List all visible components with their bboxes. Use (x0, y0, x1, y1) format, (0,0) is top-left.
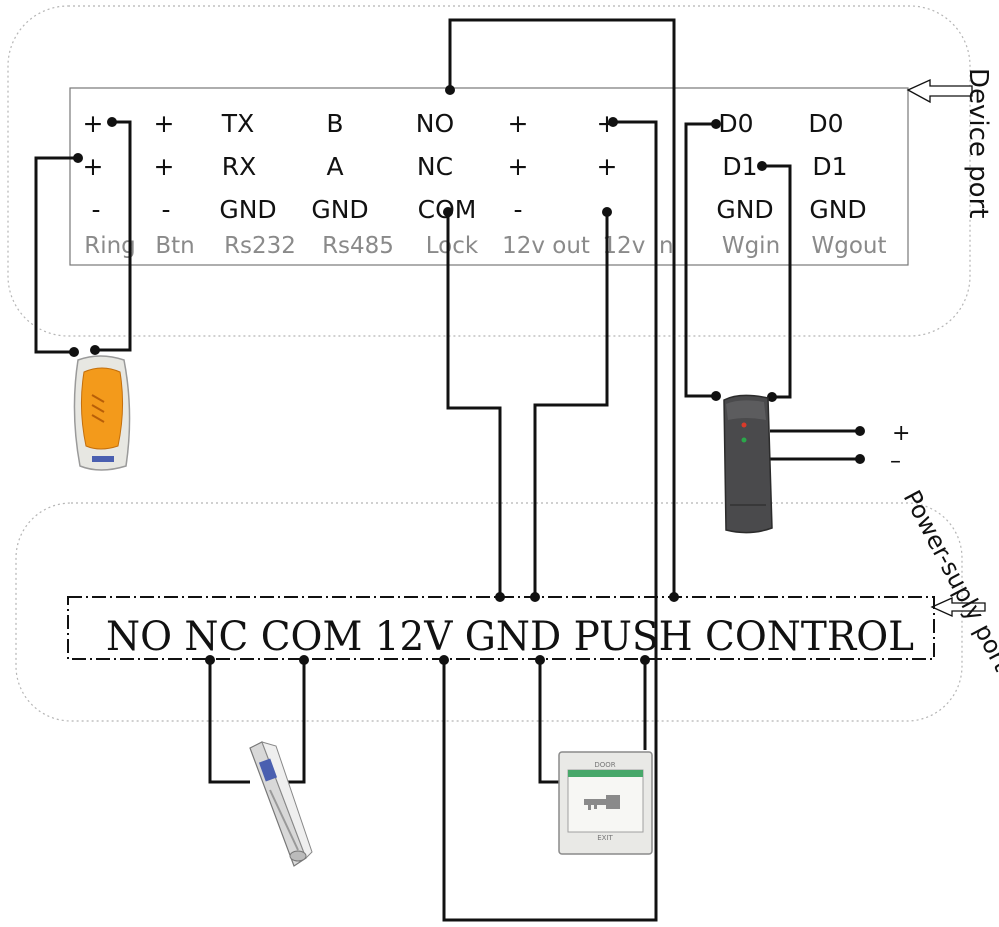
dot-ring-plus-a (107, 117, 117, 127)
wire-supply-nc-to-lock (208, 660, 250, 784)
wire-ring-plus-b (34, 156, 78, 354)
dot-supply-gnd-b (530, 592, 540, 602)
device-zone-outline (7, 5, 971, 337)
dot-reader-power-minus (855, 454, 865, 464)
exit-button-door-text: DOOR (594, 761, 615, 769)
wire-lock-no-to-control (448, 18, 676, 597)
key-icon (584, 795, 620, 810)
terminal-wgout-gnd: GND (809, 195, 866, 224)
dot-lock-com (443, 207, 453, 217)
terminal-rs232-gnd: GND (219, 195, 276, 224)
terminal-wgin-d0: D0 (718, 109, 753, 138)
dot-doorbell-b (90, 345, 100, 355)
wire-lock-com-to-gnd (446, 212, 502, 597)
terminal-wgin-gnd: GND (716, 195, 773, 224)
wire-12vin-minus-to-gnd (533, 212, 609, 597)
exit-button-exit-text: EXIT (597, 834, 613, 842)
dot-supply-12v (439, 655, 449, 665)
power-zone-outline (15, 502, 963, 722)
terminal-b: B (326, 109, 343, 138)
dot-supply-gnd-exit (535, 655, 545, 665)
dot-supply-com (299, 655, 309, 665)
terminal-wgin-d1: D1 (722, 152, 757, 181)
device-port-arrow-icon (906, 78, 973, 104)
caption-rs485: Rs485 (322, 233, 394, 259)
exit-button-device-icon: DOOR EXIT (558, 751, 653, 855)
connection-dots (69, 85, 865, 665)
dot-reader-b (767, 392, 777, 402)
terminal-wgout-d0: D0 (808, 109, 843, 138)
caption-rs232: Rs232 (224, 233, 296, 259)
terminal-12vout-minus: - (513, 195, 522, 224)
terminal-12vout-plus-2: + (508, 152, 529, 181)
caption-ring: Ring (84, 233, 136, 259)
dot-ring-plus-b (73, 153, 83, 163)
terminal-12vout-plus-1: + (508, 109, 529, 138)
terminal-12vin-plus-1: + (597, 109, 618, 138)
dot-wgin-d1 (757, 161, 767, 171)
device-terminal-labels: + + - Ring + + - Btn TX RX GND Rs232 B A… (83, 109, 887, 259)
power-terminal-labels: NO NC COM 12V GND PUSH CONTROL (106, 614, 914, 660)
terminal-btn-plus-1: + (154, 109, 175, 138)
dot-supply-push (640, 655, 650, 665)
terminal-tx: TX (221, 109, 254, 138)
dot-lock-no (445, 85, 455, 95)
dot-reader-power-plus (855, 426, 865, 436)
terminal-rx: RX (222, 152, 257, 181)
card-reader-device-icon (723, 394, 773, 534)
power-port-arrow-icon (930, 596, 986, 618)
terminal-ring-plus-1: + (83, 109, 104, 138)
terminal-wgout-d1: D1 (812, 152, 847, 181)
wires (34, 18, 860, 922)
dot-supply-nc (205, 655, 215, 665)
device-port-label: Device port (963, 68, 993, 218)
terminal-ring-minus: - (91, 195, 100, 224)
dot-supply-control (669, 592, 679, 602)
caption-wgin: Wgin (722, 233, 780, 259)
terminal-no: NO (416, 109, 454, 138)
terminal-ring-plus-2: + (83, 152, 104, 181)
dot-doorbell-a (69, 347, 79, 357)
doorbell-device-icon (73, 355, 131, 471)
caption-btn: Btn (155, 233, 194, 259)
reader-power-plus-label: + (892, 421, 910, 446)
wire-reader-d1 (762, 164, 792, 399)
wire-ring-plus-a (95, 120, 132, 352)
device-terminal-block (69, 87, 909, 266)
dot-12vin-plus (608, 117, 618, 127)
dot-wgin-d0 (711, 119, 721, 129)
electric-lock-device-icon (249, 741, 313, 867)
dot-supply-gnd-a (495, 592, 505, 602)
wire-gnd-to-exit (538, 660, 566, 784)
terminal-btn-minus: - (161, 195, 170, 224)
reader-power-minus-label: – (890, 449, 901, 474)
caption-12v-in: 12v in (602, 233, 673, 259)
terminal-rs485-gnd: GND (311, 195, 368, 224)
terminal-a: A (326, 152, 343, 181)
wire-reader-d0 (684, 122, 716, 398)
dot-reader-a (711, 391, 721, 401)
wire-12vin-plus-to-12v (442, 120, 658, 922)
terminal-12vin-plus-2: + (597, 152, 618, 181)
caption-12v-out: 12v out (502, 233, 590, 259)
terminal-nc: NC (417, 152, 453, 181)
dot-12vin-minus (602, 207, 612, 217)
terminal-btn-plus-2: + (154, 152, 175, 181)
caption-wgout: Wgout (811, 233, 886, 259)
caption-lock: Lock (426, 233, 479, 259)
